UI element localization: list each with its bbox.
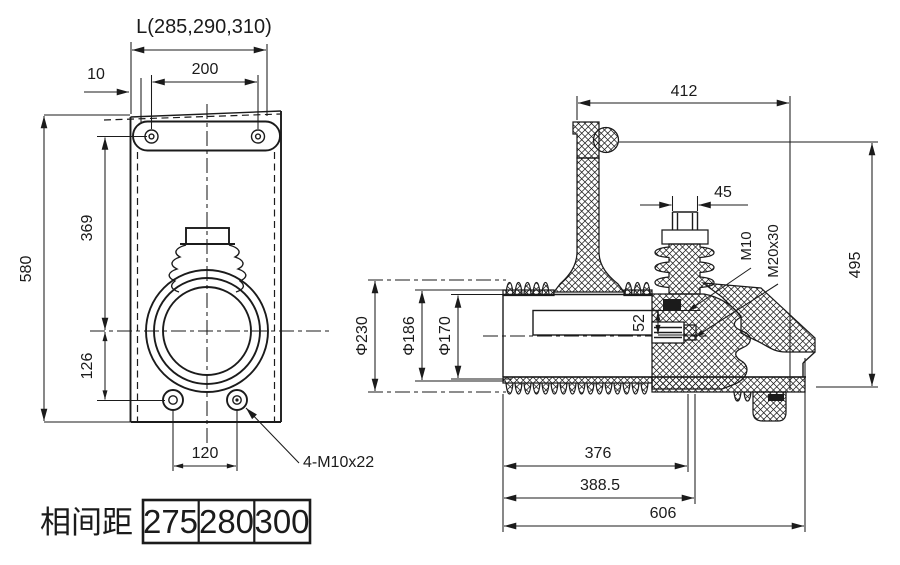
base-band — [651, 376, 806, 393]
label-412: 412 — [671, 83, 698, 100]
dim-45: 45 — [640, 184, 748, 211]
bolt-hole-left — [162, 389, 184, 411]
callout-m20x30: M20x30 — [694, 224, 782, 338]
dim-376: 376 — [502, 394, 689, 532]
dim-width-label: L(285,290,310) — [130, 16, 272, 116]
stud-engagement — [683, 324, 697, 341]
phase-value-2: 280 — [199, 503, 254, 540]
dim-10: 10 — [84, 66, 142, 122]
opening-outer-circle — [145, 269, 269, 393]
label-369: 369 — [79, 215, 96, 242]
fins-top-right — [624, 281, 651, 295]
phase-value-1: 275 — [143, 503, 198, 540]
dim-dia-170: Φ170 — [437, 293, 512, 380]
mount-hole-right-inner — [254, 133, 262, 140]
label-388-5: 388.5 — [580, 477, 620, 494]
mount-hole-right — [250, 129, 266, 144]
shaft-cap — [661, 229, 709, 245]
base-fins — [733, 391, 752, 402]
finned-shaft — [654, 243, 715, 295]
bellows-left — [168, 244, 187, 293]
phase-table-label: 相间距 — [40, 505, 133, 540]
bolt-hole-left-inner — [168, 395, 178, 405]
dim-369: 369 — [79, 135, 147, 330]
insulator-column — [552, 157, 626, 293]
fins-top-left — [505, 281, 550, 295]
callout-m10: M10 — [687, 231, 755, 312]
hook-insert — [768, 394, 784, 401]
bolt-hole-right — [226, 389, 248, 411]
label-580: 580 — [18, 256, 35, 283]
dim-dia-186: Φ186 — [401, 289, 506, 382]
dim-495: 495 — [619, 141, 878, 388]
dim-606: 606 — [504, 358, 806, 532]
dim-200: 200 — [150, 61, 259, 129]
opening-middle-circle — [153, 277, 261, 385]
body-top-edge — [130, 110, 282, 118]
m10-nut — [663, 299, 681, 311]
label-dia-230: Φ230 — [354, 316, 371, 356]
callout-bolts: 4-M10x22 — [245, 407, 374, 471]
label-45: 45 — [714, 184, 732, 201]
column-knob — [592, 126, 620, 154]
label-606: 606 — [650, 505, 677, 522]
opening-inner-circle — [162, 286, 252, 376]
dim-412: 412 — [576, 83, 791, 390]
phase-table-box — [141, 498, 312, 545]
label-376: 376 — [585, 445, 612, 462]
label-126: 126 — [79, 353, 96, 380]
label-L: L(285,290,310) — [136, 16, 272, 38]
fins-bottom — [505, 382, 649, 395]
label-dia-170: Φ170 — [437, 316, 454, 356]
body-top-hidden-edge — [103, 113, 282, 121]
phase-value-3: 300 — [254, 503, 309, 540]
bellows-right — [228, 244, 247, 293]
dim-120: 120 — [172, 411, 238, 471]
front-view — [90, 104, 332, 449]
label-200: 200 — [192, 61, 219, 78]
label-dia-186: Φ186 — [401, 316, 418, 356]
dim-580: 580 — [18, 114, 130, 423]
label-120: 120 — [192, 445, 219, 462]
label-M10: M10 — [738, 231, 755, 260]
label-M20x30: M20x30 — [765, 224, 782, 277]
bolt-hole-right-inner — [232, 395, 242, 405]
phase-spacing-table: 相间距 275 280 300 — [40, 498, 312, 545]
dim-dia-230: Φ230 — [354, 279, 506, 393]
bolt-hole-right-dot — [235, 398, 239, 402]
label-4-M10x22: 4-M10x22 — [303, 454, 374, 471]
mount-hole-left-inner — [148, 133, 155, 140]
sheath-band-bottom — [502, 376, 653, 384]
label-10: 10 — [87, 66, 105, 83]
dim-388-5: 388.5 — [504, 394, 696, 504]
column-cap — [572, 121, 600, 159]
section-view-dimensions: 412 495 45 52 M10 — [354, 83, 878, 532]
dim-126: 126 — [79, 332, 165, 402]
label-495: 495 — [847, 252, 864, 279]
front-view-dimensions: L(285,290,310) 200 10 580 369 — [18, 16, 374, 471]
label-52: 52 — [631, 314, 648, 332]
